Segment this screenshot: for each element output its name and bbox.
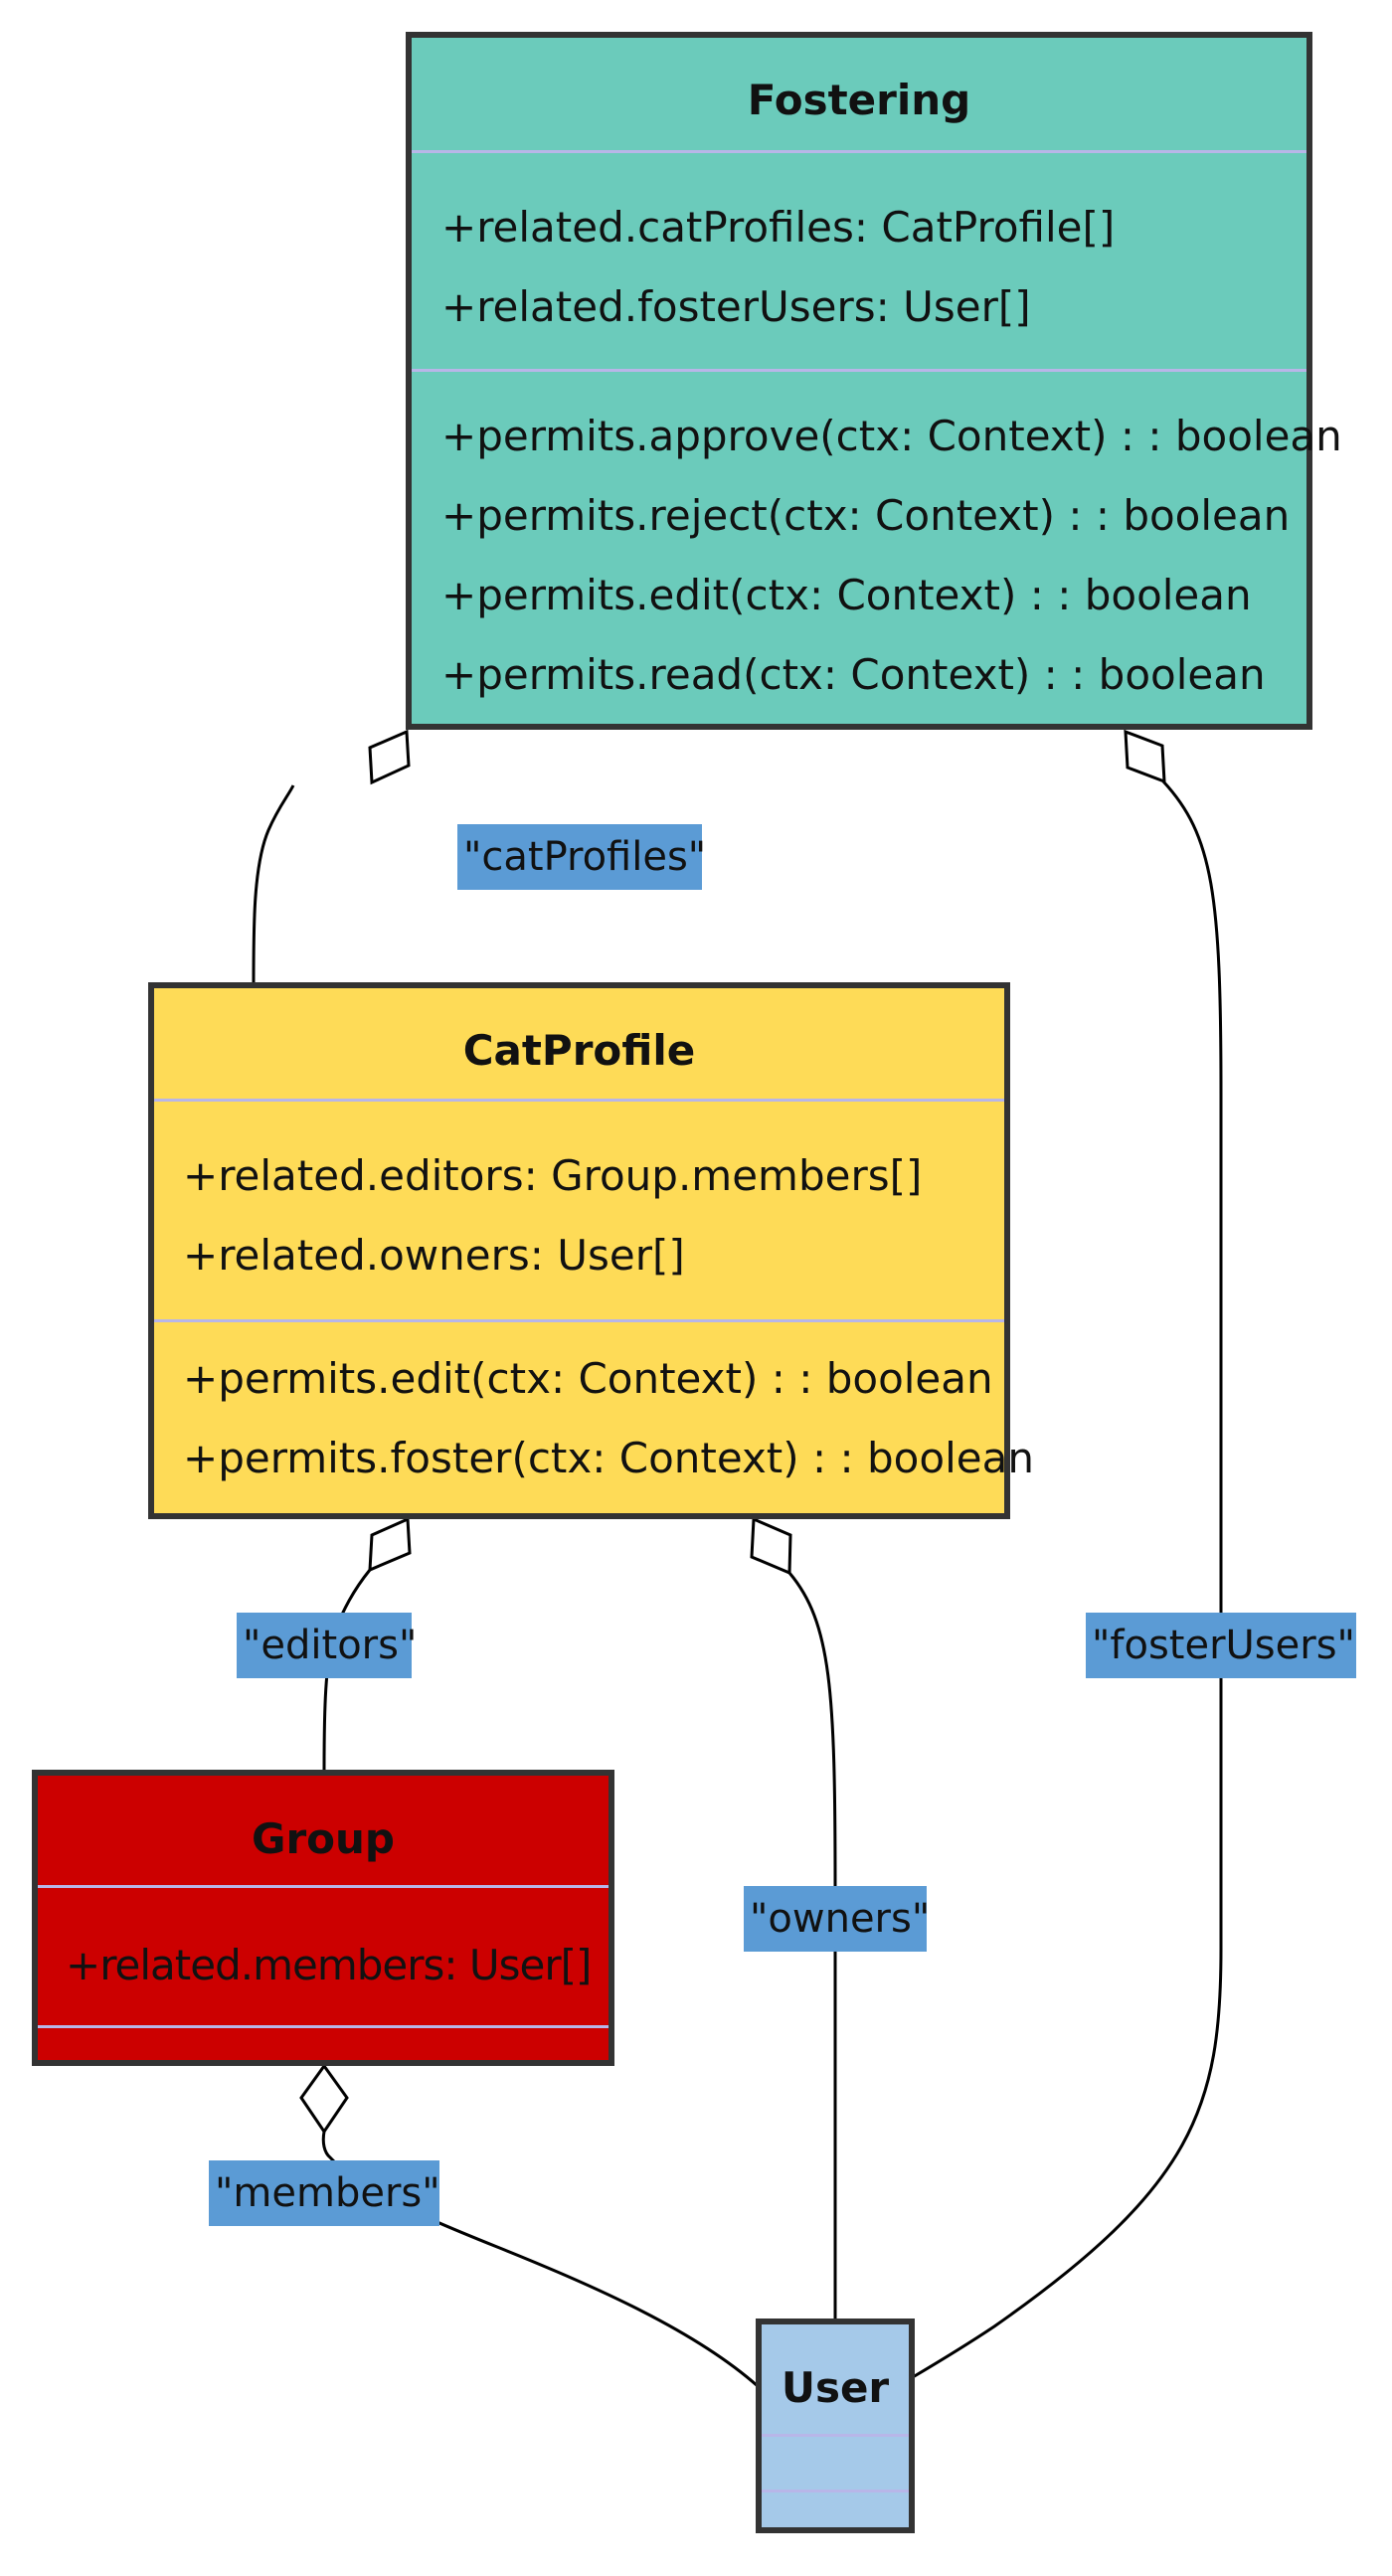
class-title: Fostering (747, 76, 971, 124)
methods-divider (762, 2490, 909, 2492)
class-user: User (756, 2318, 915, 2533)
edge-catprofile-user (787, 1572, 837, 2318)
class-title: Group (251, 1814, 395, 1863)
attribute-row: +related.members: User[] (66, 1941, 592, 1989)
edge-label-catprofiles: "catProfiles" (457, 824, 706, 890)
attributes-divider (154, 1099, 1004, 1102)
aggregation-diamond-catprofile-group (368, 1516, 412, 1573)
class-fostering: Fostering +related.catProfiles: CatProfi… (406, 32, 1342, 730)
methods-divider (412, 369, 1306, 372)
methods-divider (38, 2025, 609, 2028)
method-row: +permits.approve(ctx: Context) : : boole… (441, 412, 1342, 460)
class-title: User (781, 2363, 890, 2412)
edge-label-owners: "owners" (744, 1886, 930, 1952)
method-row: +permits.edit(ctx: Context) : : boolean (441, 571, 1252, 619)
method-row: +permits.edit(ctx: Context) : : boolean (183, 1354, 993, 1403)
class-catprofile: CatProfile +related.editors: Group.membe… (148, 982, 1034, 1519)
attribute-row: +related.fosterUsers: User[] (441, 282, 1031, 331)
attributes-divider (412, 150, 1306, 153)
attribute-row: +related.editors: Group.members[] (183, 1151, 923, 1200)
attributes-divider (762, 2434, 909, 2437)
methods-divider (154, 1319, 1004, 1322)
edge-label-fosterusers: "fosterUsers" (1086, 1613, 1356, 1678)
aggregation-diamond-fostering-catprofile (368, 729, 411, 785)
edge-label-editors: "editors" (237, 1613, 417, 1678)
attributes-divider (38, 1885, 609, 1888)
aggregation-diamond-fostering-user (1124, 729, 1166, 784)
class-title: CatProfile (462, 1026, 696, 1075)
edge-fostering-user (912, 779, 1223, 2379)
method-row: +permits.foster(ctx: Context) : : boolea… (183, 1434, 1034, 1482)
method-row: +permits.read(ctx: Context) : : boolean (441, 650, 1266, 699)
method-row: +permits.reject(ctx: Context) : : boolea… (441, 491, 1291, 540)
edge-label-members: "members" (209, 2160, 440, 2226)
edge-group-user (321, 2131, 759, 2388)
aggregation-diamond-group-user (299, 2063, 349, 2135)
attribute-row: +related.catProfiles: CatProfile[] (441, 203, 1116, 252)
attribute-row: +related.owners: User[] (183, 1231, 685, 1280)
class-group: Group +related.members: User[] (32, 1770, 614, 2066)
aggregation-diamond-catprofile-user (750, 1516, 792, 1576)
edge-fostering-catprofile (252, 784, 295, 985)
